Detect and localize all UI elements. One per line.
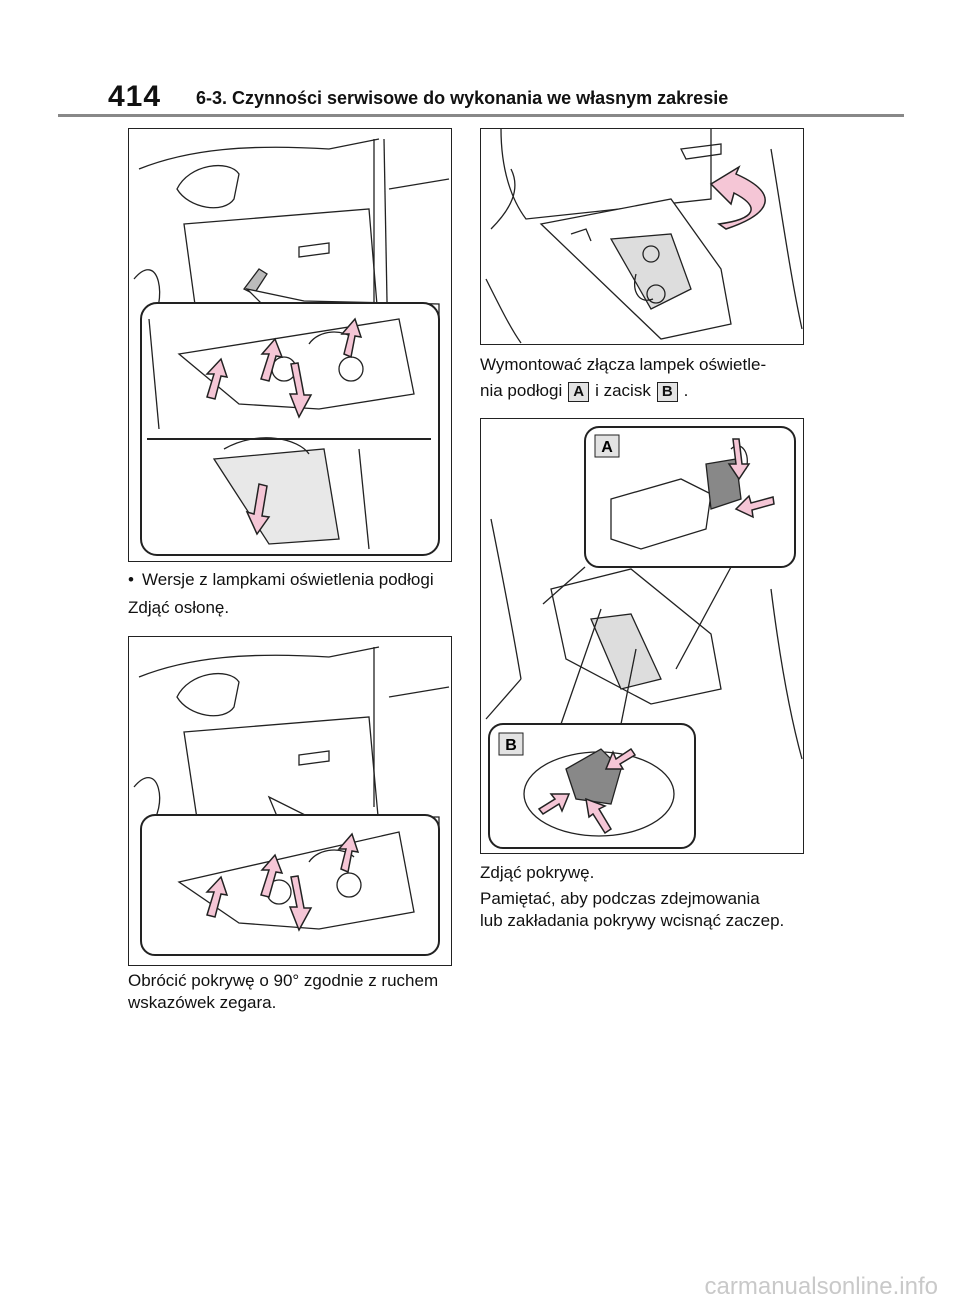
bullet-dot: •: [128, 570, 134, 589]
step-connectors-suffix: .: [683, 381, 689, 400]
figure-label-b: B: [505, 737, 517, 754]
figure-connectors: A B: [480, 418, 804, 854]
step-remove-lid: Zdjąć pokrywę.: [480, 863, 595, 882]
callout-a: A: [568, 381, 590, 402]
bullet-floor-lamps-text: Wersje z lampkami oświetlenia podłogi: [141, 570, 434, 589]
header-rule: [58, 114, 904, 117]
step-remove-cover: Zdjąć osłonę.: [128, 598, 230, 617]
step-connectors-line1: Wymontować złącza lampek oświetle-: [480, 355, 767, 374]
figure-label-a: A: [601, 439, 613, 456]
page-number: 414: [108, 80, 162, 113]
section-title: 6-3. Czynności serwisowe do wykonania we…: [196, 88, 729, 108]
cover-rotated-illustration: [485, 129, 803, 344]
step-connectors-prefix: nia podłogi: [480, 381, 563, 400]
step-rotate-line2: wskazówek zegara.: [128, 993, 277, 1012]
figure-remove-cover: [128, 128, 452, 562]
step-connectors-middle: i zacisk: [595, 381, 651, 400]
step-rotate-line1: Obrócić pokrywę o 90° zgodnie z ruchem: [128, 971, 439, 990]
page-header: 414 6-3. Czynności serwisowe do wykonani…: [108, 80, 908, 120]
glovebox-cover-illustration: [133, 138, 450, 556]
watermark: carmanualsonline.info: [704, 1273, 938, 1300]
callout-b: B: [656, 381, 678, 402]
connectors-illustration: A B: [485, 426, 803, 849]
bullet-floor-lamps: • Wersje z lampkami oświetlenia podłogi: [128, 567, 434, 593]
figure-rotate-cover: [128, 636, 452, 966]
figure-cover-rotated: [480, 128, 804, 345]
note-line1: Pamiętać, aby podczas zdejmowania: [480, 889, 760, 908]
rotate-cover-illustration: [133, 646, 450, 956]
note-line2: lub zakładania pokrywy wcisnąć zaczep.: [480, 911, 785, 930]
